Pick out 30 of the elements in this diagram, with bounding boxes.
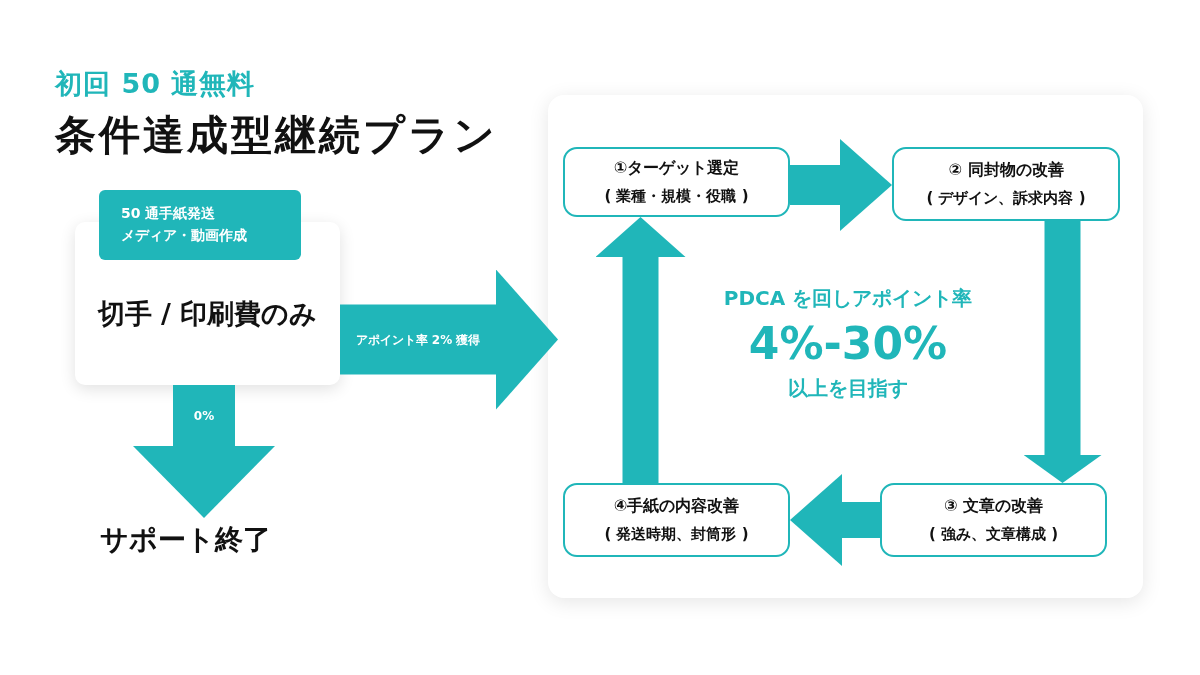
goal-text: 以上を目指す xyxy=(788,375,908,402)
step-title: ④手紙の内容改善 xyxy=(613,496,740,517)
block-arrow xyxy=(340,269,558,410)
step-box xyxy=(880,483,1107,557)
step-detail: ( 強み、文章構成 ) xyxy=(928,525,1059,544)
subtitle: 初回 50 通無料 xyxy=(55,67,256,101)
step-detail: ( デザイン、訴求内容 ) xyxy=(926,189,1086,208)
step-box xyxy=(563,147,790,217)
edge-label: アポイント率 2% 獲得 xyxy=(355,331,481,348)
step-box xyxy=(892,147,1120,221)
block-arrow xyxy=(790,139,892,231)
end-text: サポート終了 xyxy=(100,522,271,558)
step-title: ①ターゲット選定 xyxy=(613,158,740,179)
tag-text: 50 通手紙発送 xyxy=(121,204,216,224)
card-title: 切手 / 印刷費のみ xyxy=(97,296,318,331)
cycle-panel xyxy=(548,95,1143,598)
service-tag xyxy=(99,190,301,260)
step-title: ③ 文章の改善 xyxy=(943,496,1044,517)
edge-label: 0% xyxy=(193,408,215,423)
step-detail: ( 業種・規模・役職 ) xyxy=(604,187,749,206)
block-arrow xyxy=(790,474,880,566)
title: 条件達成型継続プラン xyxy=(55,110,498,161)
block-arrow xyxy=(595,217,686,483)
step-detail: ( 発送時期、封筒形 ) xyxy=(604,525,749,544)
goal-rate: 4%-30% xyxy=(748,318,948,369)
step-title: ② 同封物の改善 xyxy=(948,160,1064,181)
block-arrow xyxy=(1023,221,1102,483)
step-box xyxy=(563,483,790,557)
goal-text: PDCA を回しアポイント率 xyxy=(723,285,973,312)
tag-text: メディア・動画作成 xyxy=(121,226,247,245)
